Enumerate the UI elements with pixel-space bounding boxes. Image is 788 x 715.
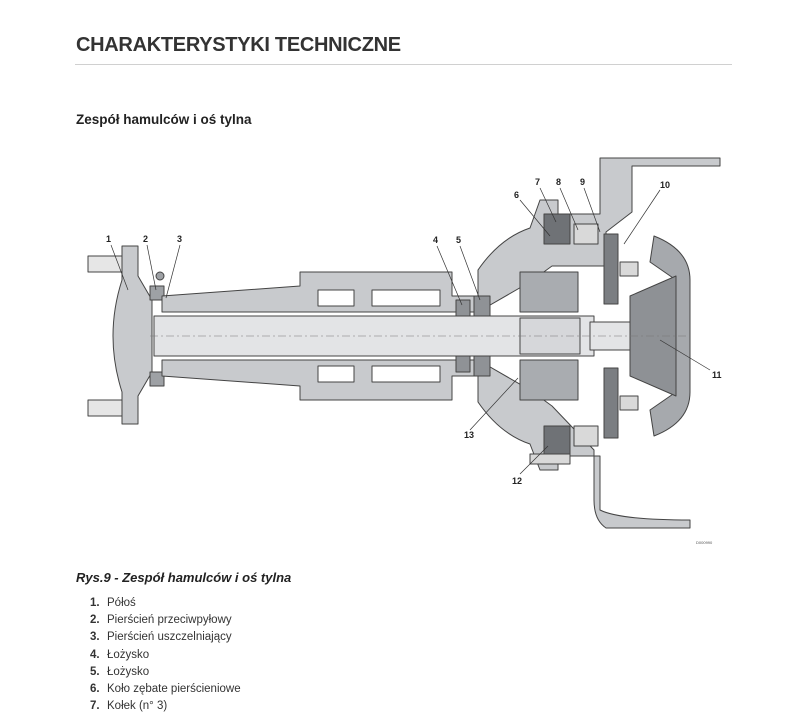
callout-10: 10 (660, 180, 670, 190)
leader-7 (539, 187, 557, 223)
legend-item: 4Łożysko (90, 647, 241, 664)
ring-gear-upper (543, 213, 571, 245)
title-divider (75, 64, 732, 65)
leader-3 (165, 244, 181, 299)
bolt-lower (619, 395, 639, 411)
grease-nipple (155, 271, 165, 281)
callout-5: 5 (456, 235, 461, 245)
leader-5 (459, 245, 481, 301)
pin-upper (573, 223, 599, 245)
callout-8: 8 (556, 177, 561, 187)
callout-9: 9 (580, 177, 585, 187)
legend-item: 6Koło zębate pierścieniowe (90, 681, 241, 698)
leader-10 (623, 189, 661, 245)
figure-caption: Rys.9 - Zespół hamulców i oś tylna (76, 570, 292, 585)
bearing-right-lower (473, 355, 491, 377)
callout-12: 12 (512, 476, 522, 486)
legend-list: 1Półoś 2Pierścień przeciwpyłowy 3Pierści… (90, 595, 241, 715)
bolt-upper (619, 261, 639, 277)
bolt-bottom (529, 453, 571, 465)
legend-item: 1Półoś (90, 595, 241, 612)
callout-3: 3 (177, 234, 182, 244)
hub-flange (112, 245, 153, 425)
legend-item: 5Łożysko (90, 664, 241, 681)
housing-window-3 (317, 365, 355, 383)
planet-gear-upper (519, 271, 579, 313)
bearing-right (473, 295, 491, 317)
callout-7: 7 (535, 177, 540, 187)
callout-1: 1 (106, 234, 111, 244)
brake-pack-upper (603, 233, 619, 305)
housing-window-1 (317, 289, 355, 307)
ring-gear-lower (543, 425, 571, 457)
brake-pack-lower (603, 367, 619, 439)
callout-4: 4 (433, 235, 438, 245)
dust-ring-lower (149, 371, 165, 387)
brake-axle-diagram: 1 2 3 4 5 6 7 8 9 10 11 12 13 D000990 (87, 157, 722, 545)
leader-2 (146, 244, 157, 291)
leader-1 (110, 244, 129, 291)
image-code: D000990 (696, 540, 713, 545)
bearing-left-lower (455, 355, 471, 373)
section-title: Zespół hamulców i oś tylna (76, 112, 252, 127)
leader-8 (559, 187, 579, 231)
crown-wheel (649, 235, 691, 437)
leader-4 (436, 245, 463, 306)
leader-12 (519, 445, 549, 475)
callout-13: 13 (464, 430, 474, 440)
page-title: CHARAKTERYSTYKI TECHNICZNE (76, 34, 401, 56)
axle-housing-upper (161, 157, 721, 313)
legend-item: 2Pierścień przeciwpyłowy (90, 612, 241, 629)
bearing-left (455, 299, 471, 317)
callout-2: 2 (143, 234, 148, 244)
leader-13 (469, 377, 519, 431)
callout-11: 11 (712, 370, 722, 380)
dust-ring (149, 285, 165, 301)
legend-item: 3Pierścień uszczelniający (90, 629, 241, 646)
legend-item: 7Kołek (n° 3) (90, 698, 241, 715)
leader-9 (583, 187, 601, 233)
pin-lower (573, 425, 599, 447)
planet-gear-lower (519, 359, 579, 401)
leader-11 (659, 339, 711, 371)
callout-6: 6 (514, 190, 519, 200)
leader-6 (519, 199, 551, 237)
housing-window-2 (371, 289, 441, 307)
housing-window-4 (371, 365, 441, 383)
